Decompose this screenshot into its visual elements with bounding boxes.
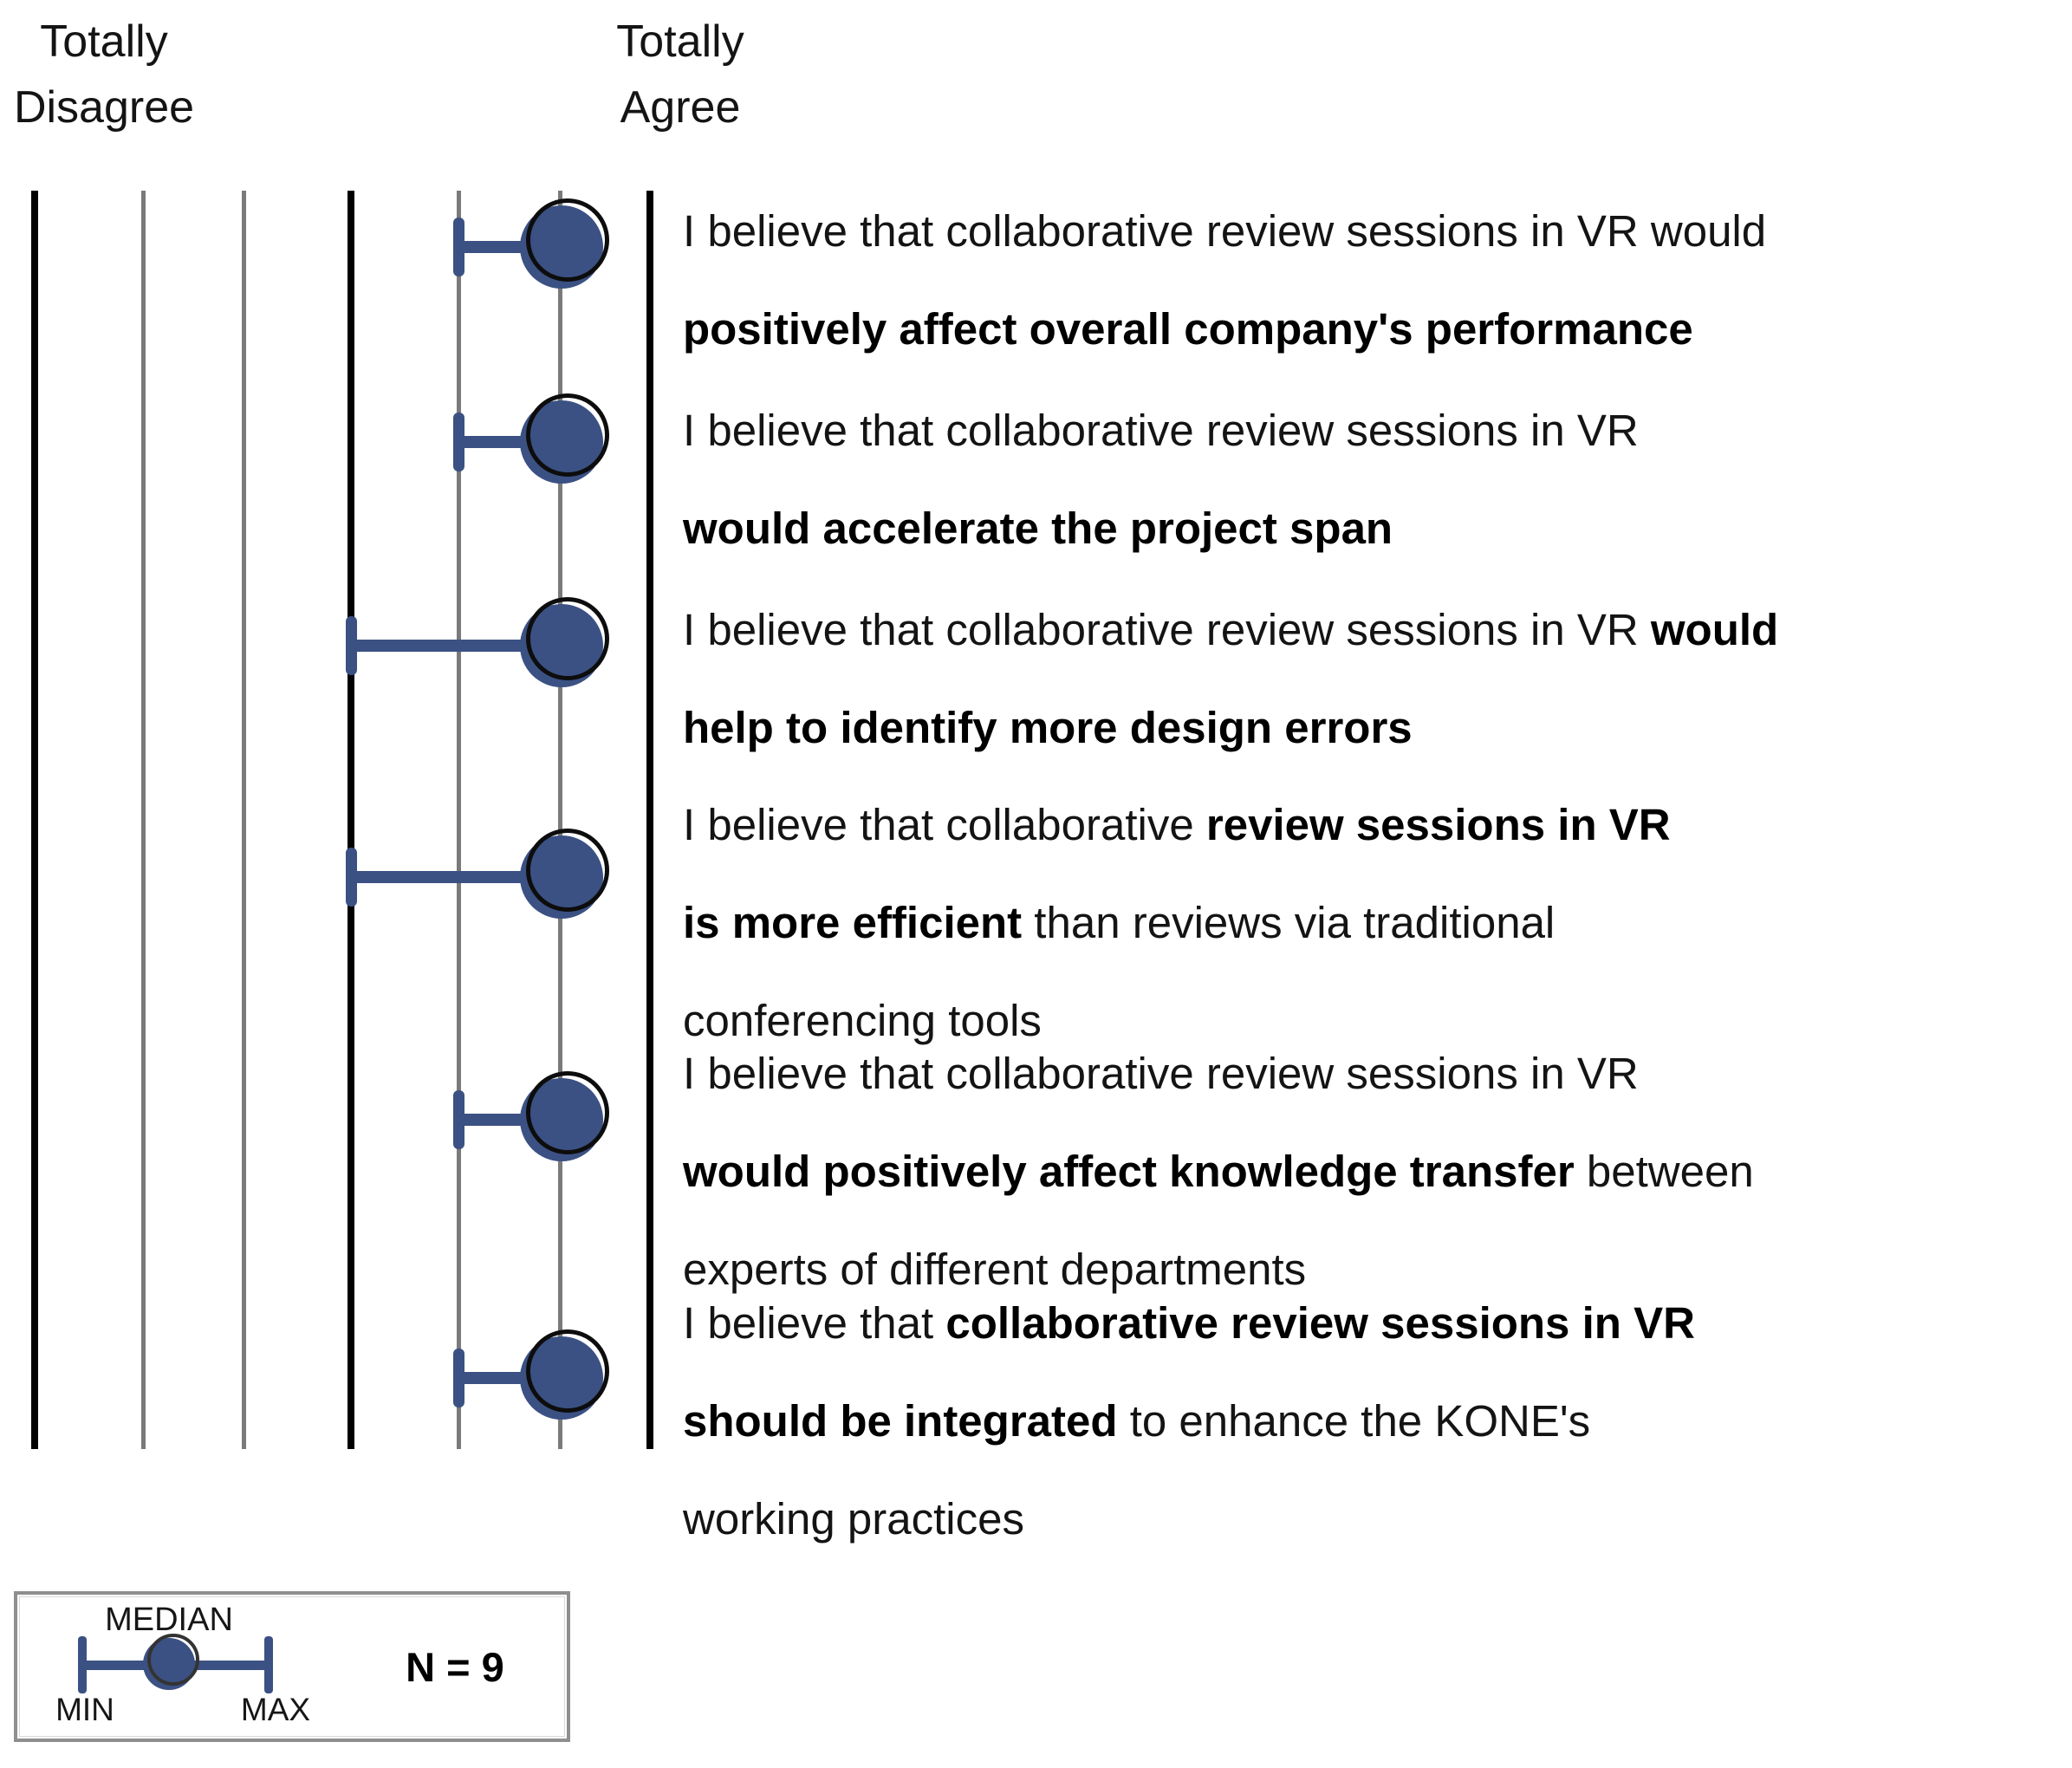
legend-min-label: MIN <box>55 1692 114 1727</box>
statement-line: positively affect overall company's perf… <box>683 280 2072 378</box>
scale-line-3 <box>242 191 246 1449</box>
scale-line-2 <box>141 191 146 1449</box>
statement-segment-bold: review sessions in VR <box>1205 800 1671 849</box>
statement-line: would positively affect knowledge transf… <box>683 1122 2072 1220</box>
median-dot <box>520 400 603 484</box>
statement-segment-bold: would positively affect knowledge transf… <box>683 1147 1575 1196</box>
statement-line: working practices <box>683 1470 2072 1568</box>
statement-segment: I believe that collaborative review sess… <box>683 1049 1639 1098</box>
scale-line-1 <box>31 191 38 1449</box>
scale-label-totally-disagree: Totally Disagree <box>0 9 217 140</box>
statement-line: experts of different departments <box>683 1220 2072 1318</box>
scale-line-4 <box>347 191 354 1449</box>
statement-line: would accelerate the project span <box>683 479 2072 577</box>
statement-segment: I believe that collaborative review sess… <box>683 206 1767 256</box>
statement-segment: working practices <box>683 1494 1024 1544</box>
statement-segment: to enhance the KONE's <box>1117 1396 1591 1446</box>
legend-sample-size: N = 9 <box>406 1644 504 1690</box>
statement-4: I believe that collaborative review sess… <box>683 776 2072 1069</box>
scale-label-line: Totally <box>616 16 744 67</box>
statement-3: I believe that collaborative review sess… <box>683 581 2072 777</box>
statement-segment: conferencing tools <box>683 996 1042 1045</box>
legend-box: MEDIAN MIN MAX N = 9 <box>14 1591 570 1742</box>
legend-median-label: MEDIAN <box>105 1602 233 1638</box>
statement-segment: I believe that collaborative <box>683 800 1206 849</box>
statement-segment: than reviews via traditional <box>1022 898 1556 947</box>
statement-segment-bold: would <box>1650 605 1779 654</box>
statement-line: I believe that collaborative review sess… <box>683 1024 2072 1122</box>
scale-label-line: Agree <box>620 82 741 133</box>
statement-line: I believe that collaborative review sess… <box>683 581 2072 679</box>
scale-line-6 <box>558 191 562 1449</box>
min-whisker <box>351 871 560 883</box>
statement-segment-bold: collaborative review sessions in VR <box>945 1298 1695 1348</box>
min-cap <box>453 218 464 276</box>
statement-line: help to identify more design errors <box>683 679 2072 777</box>
scale-line-5 <box>457 191 461 1449</box>
min-cap <box>453 1349 464 1407</box>
statement-segment-bold: positively affect overall company's perf… <box>683 304 1693 354</box>
min-cap <box>453 413 464 471</box>
min-cap <box>453 1090 464 1149</box>
statement-2: I believe that collaborative review sess… <box>683 381 2072 577</box>
median-dot <box>520 604 603 687</box>
median-dot <box>520 835 603 919</box>
scale-label-totally-agree: Totally Agree <box>572 9 789 140</box>
statement-line: is more efficient than reviews via tradi… <box>683 874 2072 972</box>
statement-segment: I believe that <box>683 1298 946 1348</box>
statement-segment: I believe that collaborative review sess… <box>683 605 1651 654</box>
statement-line: I believe that collaborative review sess… <box>683 1274 2072 1372</box>
legend-median-dot-icon <box>143 1638 195 1690</box>
statement-line: I believe that collaborative review sess… <box>683 381 2072 479</box>
scale-line-7 <box>646 191 653 1449</box>
statement-5: I believe that collaborative review sess… <box>683 1024 2072 1318</box>
statement-6: I believe that collaborative review sess… <box>683 1274 2072 1568</box>
median-dot <box>520 1078 603 1161</box>
statement-segment-bold: help to identify more design errors <box>683 703 1413 752</box>
scale-label-line: Totally <box>40 16 168 67</box>
statement-line: I believe that collaborative review sess… <box>683 182 2072 280</box>
statement-segment: I believe that collaborative review sess… <box>683 406 1639 455</box>
statement-line: I believe that collaborative review sess… <box>683 776 2072 874</box>
scale-label-line: Disagree <box>13 82 195 133</box>
min-whisker <box>351 640 560 652</box>
statement-line: should be integrated to enhance the KONE… <box>683 1372 2072 1470</box>
min-cap <box>346 616 357 675</box>
min-cap <box>346 848 357 907</box>
statement-segment-bold: should be integrated <box>683 1396 1118 1446</box>
statement-segment: experts of different departments <box>683 1245 1307 1294</box>
legend-max-cap-icon <box>264 1636 273 1693</box>
statement-segment-bold: is more efficient <box>683 898 1023 947</box>
median-dot <box>520 205 603 289</box>
statement-segment-bold: would accelerate the project span <box>683 504 1393 553</box>
statement-segment: between <box>1574 1147 1754 1196</box>
legend-max-label: MAX <box>240 1692 311 1727</box>
statement-line: conferencing tools <box>683 972 2072 1069</box>
statement-1: I believe that collaborative review sess… <box>683 182 2072 378</box>
median-dot <box>520 1336 603 1420</box>
